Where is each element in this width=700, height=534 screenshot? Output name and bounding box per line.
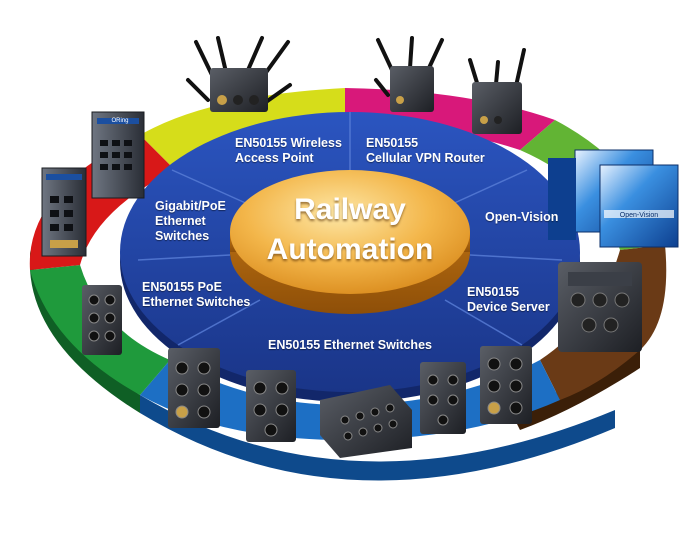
poe-m12-switch-image [82,285,122,355]
title-line-2: Automation [266,233,434,266]
segment-dividers [137,112,563,346]
label-device-server: EN50155 Device Server [467,285,550,314]
wireless-ap-image [186,36,292,112]
label-wireless-access-point: EN50155 Wireless Access Point [235,136,342,165]
open-vision-software-box: Open-Vision [548,149,679,248]
label-cellular-vpn-router: EN50155 Cellular VPN Router [366,136,485,165]
label-gigabit-poe-switches: Gigabit/PoE Ethernet Switches [155,199,226,243]
gigabit-switch-image: ORing [91,111,145,199]
ethernet-switch-image-4 [420,362,466,434]
vpn-router-image-1 [374,36,444,112]
diagram-title: Railway Automation [230,190,470,270]
ethernet-switch-image-3 [320,385,412,458]
software-box-label: Open-Vision [620,212,659,219]
ethernet-switch-image-2 [246,370,296,442]
ethernet-switch-image-1 [168,348,220,428]
ethernet-switch-image-5 [480,346,532,424]
hub-top [230,170,470,294]
label-poe-ethernet-switches: EN50155 PoE Ethernet Switches [142,280,251,309]
device-server-image [558,262,642,352]
label-ethernet-switches: EN50155 Ethernet Switches [268,338,432,352]
vpn-router-image-2 [468,48,526,134]
label-open-vision: Open-Vision [485,210,559,224]
center-hub [230,170,470,314]
brand-label: ORing [111,118,128,124]
poe-switch-rack-image [41,167,87,257]
title-line-1: Railway [294,193,406,226]
